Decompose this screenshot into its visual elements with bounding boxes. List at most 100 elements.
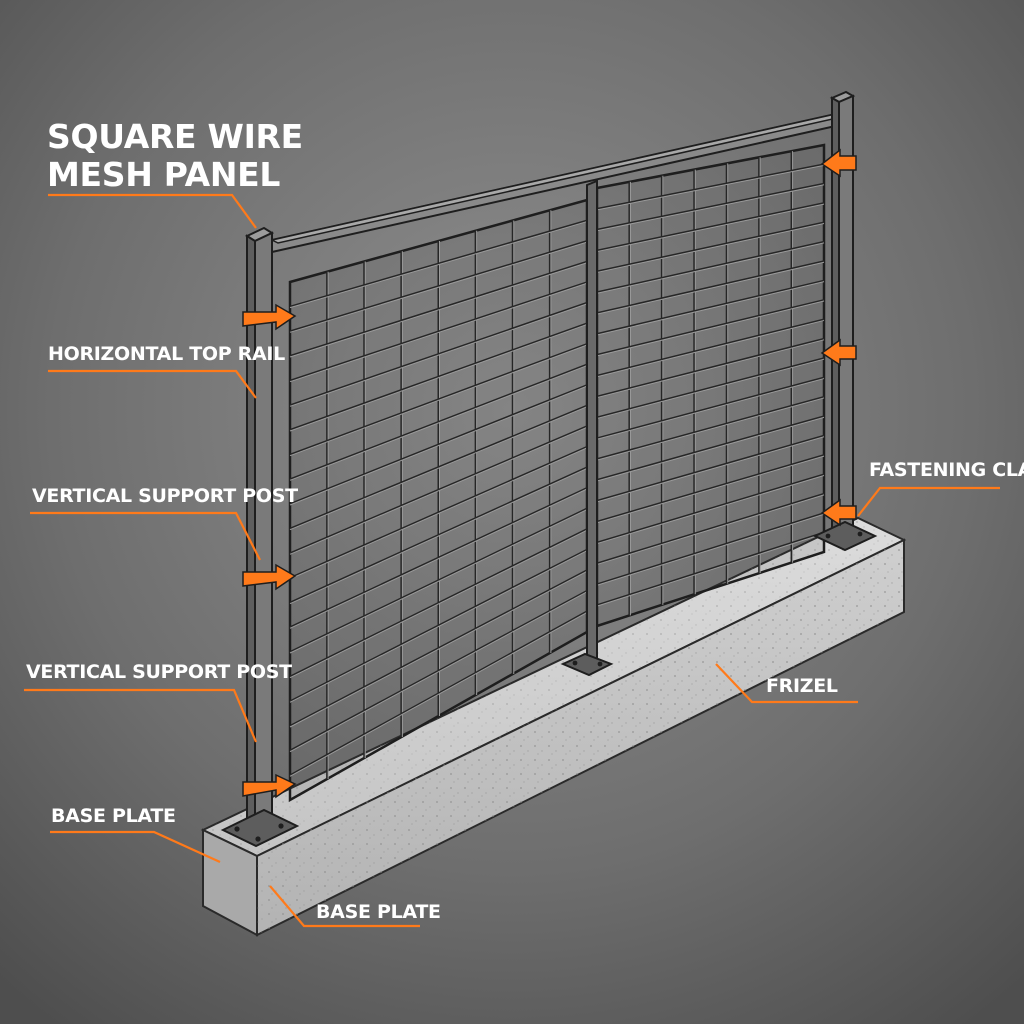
mesh-wire-horizontal bbox=[289, 610, 588, 777]
mesh-wire-horizontal bbox=[289, 507, 588, 653]
mesh-wire-horizontal bbox=[596, 339, 825, 399]
mesh-wire-horizontal bbox=[596, 376, 825, 440]
mesh-wire-horizontal bbox=[289, 591, 588, 753]
mesh-wire-horizontal bbox=[289, 447, 588, 580]
mesh-wire-horizontal bbox=[596, 163, 825, 210]
bolt-icon bbox=[572, 660, 578, 666]
clamp-icon bbox=[820, 498, 857, 527]
mesh-wire-horizontal bbox=[596, 416, 825, 482]
mesh-wire-horizontal bbox=[289, 344, 588, 457]
mesh-wire-horizontal bbox=[289, 487, 588, 629]
mesh-wire-horizontal bbox=[289, 467, 588, 605]
mesh-wire-horizontal bbox=[596, 378, 825, 440]
mesh-wire-horizontal bbox=[289, 548, 588, 703]
leader-post-1 bbox=[30, 511, 261, 561]
mesh-wire-horizontal bbox=[289, 425, 588, 555]
bolt-icon bbox=[234, 826, 240, 832]
mesh-wire-horizontal bbox=[596, 358, 825, 419]
mesh-wire-horizontal bbox=[289, 550, 588, 703]
clamp-icon bbox=[820, 338, 857, 367]
mesh-wire-horizontal bbox=[289, 262, 588, 358]
left-support-post bbox=[220, 226, 300, 848]
mesh-wire-horizontal bbox=[596, 337, 825, 398]
clamp-icon bbox=[242, 303, 297, 331]
mesh-wire-horizontal bbox=[289, 260, 588, 357]
mesh-wire-horizontal bbox=[596, 202, 825, 252]
mesh-wire-horizontal bbox=[596, 242, 825, 294]
bolt-icon bbox=[255, 836, 261, 842]
mesh-wire-horizontal bbox=[289, 241, 588, 333]
mesh-wire-horizontal bbox=[596, 221, 825, 273]
label-fastening-clamp: FASTENING CLAMP bbox=[869, 459, 1024, 481]
fastening-clamps bbox=[242, 148, 857, 799]
mesh-wire-horizontal bbox=[289, 385, 588, 506]
mesh-wire-horizontal bbox=[596, 319, 825, 378]
mesh-wire-horizontal bbox=[596, 300, 825, 357]
mesh-wire-horizontal bbox=[289, 426, 588, 555]
mesh-wire-horizontal bbox=[596, 395, 825, 461]
mesh-wire-horizontal bbox=[289, 219, 588, 308]
mesh-wire-horizontal bbox=[596, 397, 825, 461]
title-line-2: MESH PANEL bbox=[47, 155, 280, 194]
label-frizel: FRIZEL bbox=[766, 675, 838, 697]
mesh-wire-horizontal bbox=[596, 223, 825, 273]
middle-support-post bbox=[560, 179, 614, 677]
mesh-wire-horizontal bbox=[596, 184, 825, 232]
mesh-wire-horizontal bbox=[596, 494, 825, 565]
wire-mesh-panel bbox=[288, 143, 826, 803]
mesh-wire-horizontal bbox=[596, 531, 825, 607]
mesh-wire-horizontal bbox=[596, 203, 825, 253]
title-line-1: SQUARE WIRE bbox=[47, 117, 303, 156]
mesh-wire-horizontal bbox=[596, 454, 825, 523]
leader-base-plate-2 bbox=[269, 885, 420, 928]
mesh-wire-horizontal bbox=[289, 301, 588, 407]
mesh-wire-horizontal bbox=[596, 279, 825, 335]
mesh-wire-horizontal bbox=[289, 589, 588, 752]
bolt-icon bbox=[857, 531, 863, 537]
mesh-wire-horizontal bbox=[289, 221, 588, 309]
bolt-icon bbox=[825, 533, 831, 539]
mesh-wire-horizontal bbox=[289, 528, 588, 678]
mesh-wire-horizontal bbox=[289, 445, 588, 579]
mesh-wire-horizontal bbox=[596, 533, 825, 607]
mesh-wire-horizontal bbox=[596, 474, 825, 545]
clamp-icon bbox=[242, 773, 297, 799]
mesh-wire-horizontal bbox=[596, 512, 825, 586]
mesh-wire-horizontal bbox=[289, 322, 588, 431]
label-base-plate-2: BASE PLATE bbox=[316, 901, 441, 923]
leader-lines bbox=[24, 193, 1000, 928]
mesh-wire-horizontal bbox=[289, 569, 588, 727]
mesh-wire-horizontal bbox=[289, 406, 588, 531]
leader-fastening-clamp bbox=[857, 486, 1000, 517]
mesh-wire-horizontal bbox=[596, 260, 825, 315]
mesh-wire-horizontal bbox=[596, 281, 825, 336]
bolt-icon bbox=[597, 661, 603, 667]
mesh-wire-horizontal bbox=[289, 488, 588, 629]
leader-title bbox=[48, 193, 257, 229]
mesh-wire-horizontal bbox=[289, 363, 588, 481]
clamp-icon bbox=[242, 563, 297, 591]
bolt-icon bbox=[278, 823, 284, 829]
leader-frizel bbox=[715, 663, 858, 704]
mesh-wire-horizontal bbox=[289, 343, 588, 456]
leader-top-rail bbox=[48, 369, 257, 399]
mesh-wire-horizontal bbox=[596, 318, 825, 377]
leader-post-2 bbox=[24, 688, 258, 743]
mesh-wire-horizontal bbox=[596, 492, 825, 565]
mesh-wire-horizontal bbox=[596, 261, 825, 315]
mesh-wire-horizontal bbox=[289, 611, 588, 777]
mesh-wire-horizontal bbox=[289, 365, 588, 481]
mesh-wire-horizontal bbox=[596, 434, 825, 502]
label-post-1: VERTICAL SUPPORT POST bbox=[32, 485, 298, 507]
mesh-wire-horizontal bbox=[596, 473, 825, 544]
clamp-icon bbox=[820, 148, 857, 178]
mesh-wire-horizontal bbox=[289, 466, 588, 604]
mesh-wire-horizontal bbox=[289, 240, 588, 333]
right-support-post bbox=[812, 90, 878, 552]
mesh-wire-horizontal bbox=[596, 436, 825, 503]
mesh-wire-horizontal bbox=[289, 404, 588, 530]
mesh-panel-right bbox=[595, 143, 826, 628]
mesh-wire-horizontal bbox=[596, 455, 825, 524]
mesh-wire-horizontal bbox=[289, 281, 588, 382]
